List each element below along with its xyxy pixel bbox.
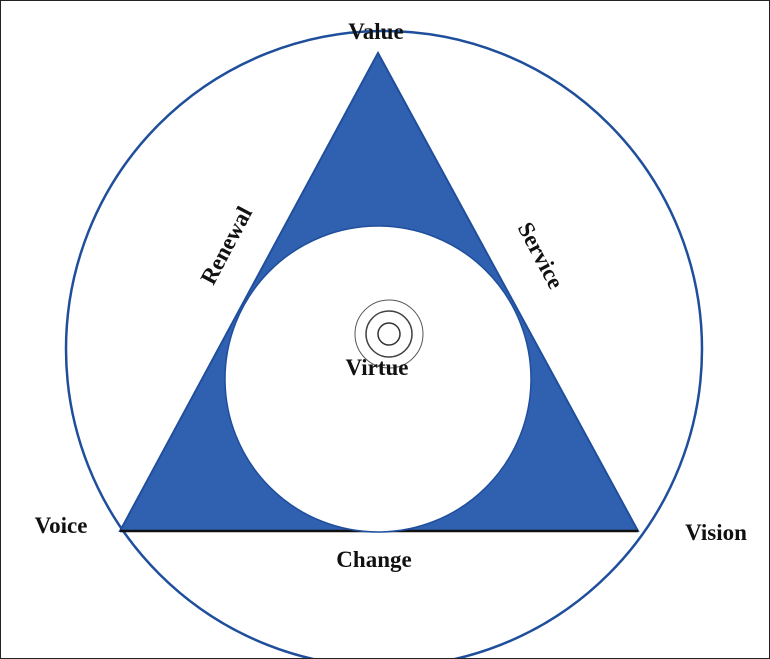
- vertex-label-right: Vision: [685, 520, 747, 545]
- inner-circle: [224, 225, 532, 533]
- vertex-label-left: Voice: [35, 513, 88, 538]
- center-label: Virtue: [345, 355, 408, 380]
- outer-circle: [64, 29, 704, 658]
- center-target-middle-ring: [365, 310, 413, 358]
- side-label-bottom: Change: [336, 547, 411, 572]
- center-target-outer-ring: [354, 299, 424, 369]
- center-target-inner-ring: [377, 322, 401, 346]
- side-label-right: Service: [513, 218, 569, 293]
- side-label-left: Renewal: [196, 202, 258, 288]
- vertex-label-top: Value: [348, 19, 403, 44]
